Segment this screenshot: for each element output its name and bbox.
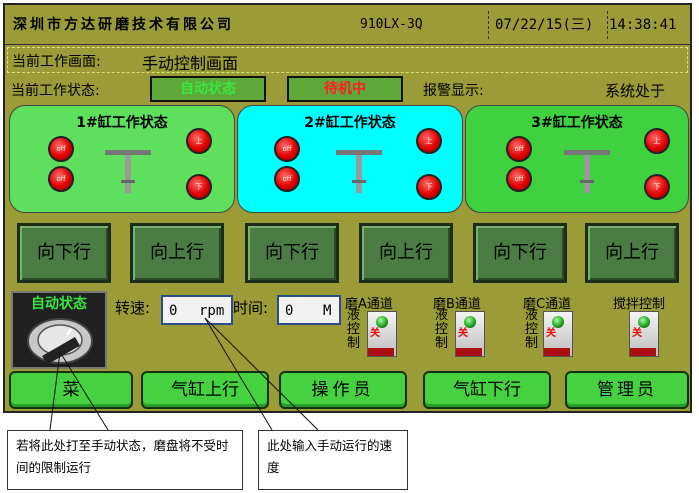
rotary-knob-icon — [27, 318, 93, 365]
cylinder2-down-button[interactable]: 向下行 — [245, 223, 339, 283]
cylinder-title: 2#缸工作状态 — [304, 115, 396, 131]
speed-unit: rpm — [199, 303, 225, 319]
time-input[interactable]: 0 M — [277, 295, 341, 325]
off-lamp-icon: off — [274, 136, 300, 162]
speed-value: 0 — [169, 303, 178, 319]
date-display: 07/22/15(三) — [495, 17, 594, 33]
cylinder-panel-1: 1#缸工作状态 off off 上 下 — [9, 105, 235, 213]
up-lamp-icon: 上 — [416, 128, 442, 154]
time-label: 时间: — [233, 299, 269, 317]
off-lamp-icon: off — [506, 166, 532, 192]
channel-c-vertical: 液 控 制 — [525, 308, 539, 351]
indicator-led-icon — [638, 316, 650, 328]
off-lamp-icon: off — [274, 166, 300, 192]
off-lamp-icon: off — [48, 166, 74, 192]
speed-label: 转速: — [115, 299, 151, 317]
menu-button[interactable]: 菜 — [9, 371, 133, 409]
time-display: 14:38:41 — [609, 17, 677, 33]
off-lamp-icon: off — [506, 136, 532, 162]
callout-right: 此处输入手动运行的速度 — [258, 430, 408, 490]
channel-b-title: 磨B通道 — [433, 297, 481, 312]
callout-left: 若将此处打至手动状态，磨盘将不受时间的限制运行 — [7, 430, 243, 490]
down-lamp-icon: 下 — [644, 174, 670, 200]
indicator-led-icon — [552, 316, 564, 328]
cylinder-down-button[interactable]: 气缸下行 — [423, 371, 551, 409]
time-value: 0 — [285, 303, 294, 319]
cylinder3-up-button[interactable]: 向上行 — [585, 223, 679, 283]
screen-row: 当前工作画面: 手动控制画面 — [7, 47, 688, 73]
machine-state-box: 待机中 — [287, 76, 403, 102]
cylinder3-down-button[interactable]: 向下行 — [473, 223, 567, 283]
down-lamp-icon: 下 — [186, 174, 212, 200]
channel-b-vertical: 液 控 制 — [435, 308, 449, 351]
channel-c-title: 磨C通道 — [523, 297, 572, 312]
stir-control-switch[interactable]: 关 — [629, 311, 659, 357]
channel-b-switch[interactable]: 关 — [455, 311, 485, 357]
screen-value: 手动控制画面 — [142, 54, 239, 73]
operator-button[interactable]: 操作员 — [279, 371, 407, 409]
state-value-box: 自动状态 — [150, 76, 266, 102]
time-unit: M — [323, 303, 332, 319]
model-number: 910LX-3Q — [360, 17, 423, 32]
alarm-value: 系统处于 — [605, 82, 666, 100]
cylinder1-up-button[interactable]: 向上行 — [130, 223, 224, 283]
speed-input[interactable]: 0 rpm — [161, 295, 233, 325]
screen-label: 当前工作画面: — [12, 54, 101, 70]
cylinder2-up-button[interactable]: 向上行 — [359, 223, 453, 283]
mode-label: 自动状态 — [31, 296, 87, 312]
cylinder-up-button[interactable]: 气缸上行 — [141, 371, 269, 409]
mode-selector[interactable]: 自动状态 — [11, 291, 107, 369]
cylinder-panel-2: 2#缸工作状态 off off 上 下 — [237, 105, 463, 213]
callout-pointer-right — [204, 317, 273, 431]
company-name: 深圳市方达研磨技术有限公司 — [13, 17, 234, 33]
channel-c-switch[interactable]: 关 — [543, 311, 573, 357]
channel-a-title: 磨A通道 — [345, 297, 393, 312]
channel-a-vertical: 液 控 制 — [347, 308, 361, 351]
admin-button[interactable]: 管理员 — [565, 371, 689, 409]
off-lamp-icon: off — [48, 136, 74, 162]
hmi-screen: 深圳市方达研磨技术有限公司 910LX-3Q 07/22/15(三) 14:38… — [3, 3, 692, 413]
cylinder-title: 1#缸工作状态 — [76, 115, 168, 131]
down-lamp-icon: 下 — [416, 174, 442, 200]
header-divider — [488, 11, 489, 39]
cylinder-title: 3#缸工作状态 — [531, 115, 623, 131]
header-bar: 深圳市方达研磨技术有限公司 910LX-3Q 07/22/15(三) 14:38… — [5, 5, 690, 45]
alarm-label: 报警显示: — [423, 83, 484, 99]
cylinder1-down-button[interactable]: 向下行 — [17, 223, 111, 283]
channel-a-switch[interactable]: 关 — [367, 311, 397, 357]
callout-pointer-left — [49, 351, 61, 431]
up-lamp-icon: 上 — [644, 128, 670, 154]
up-lamp-icon: 上 — [186, 128, 212, 154]
status-row: 当前工作状态: 自动状态 待机中 报警显示: 系统处于 — [7, 75, 688, 103]
callout-pointer-right — [204, 317, 319, 431]
indicator-led-icon — [464, 316, 476, 328]
cylinder-panel-3: 3#缸工作状态 off off 上 下 — [465, 105, 689, 213]
stir-control-title: 搅拌控制 — [613, 297, 666, 312]
callout-pointer-left — [59, 351, 109, 431]
header-divider — [607, 11, 608, 39]
indicator-led-icon — [376, 316, 388, 328]
state-label: 当前工作状态: — [11, 83, 100, 99]
